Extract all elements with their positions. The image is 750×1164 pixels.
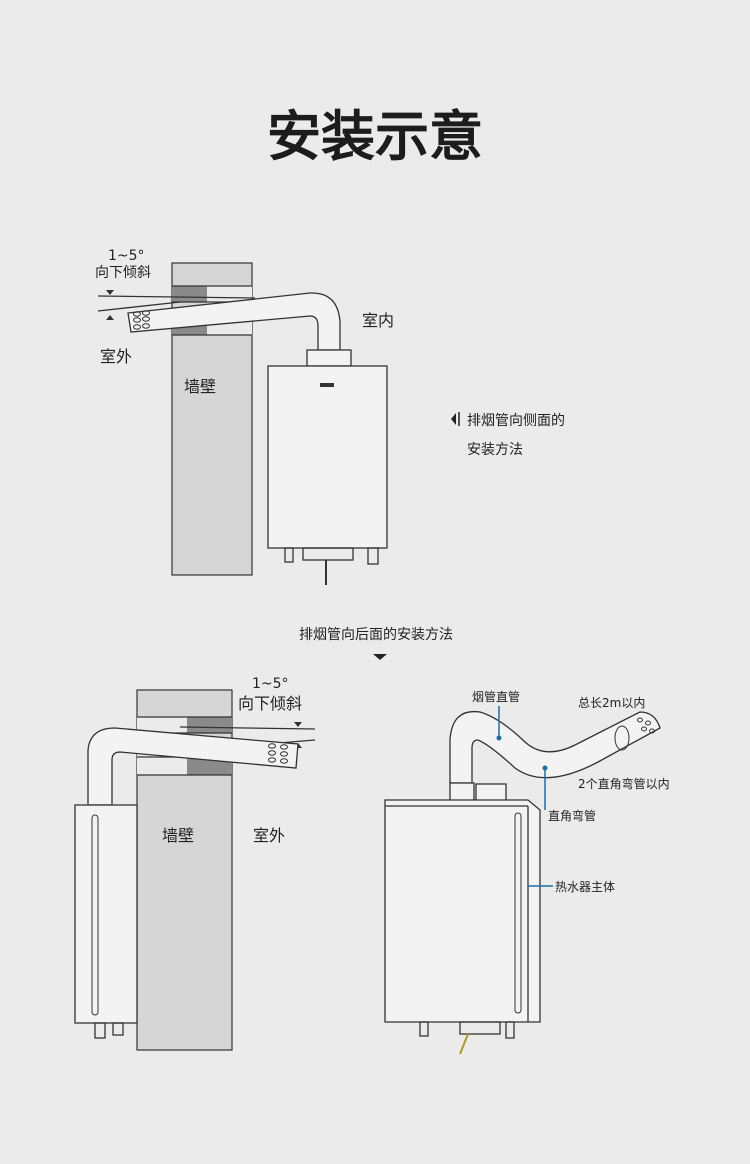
water-heater — [74, 804, 138, 1024]
angle-label: 1~5° — [108, 248, 145, 264]
rear-install-diagram: 1~5° 向下倾斜 墙壁 室外 — [74, 676, 316, 1051]
side-install-diagram: 1~5° 向下倾斜 室外 墙壁 室内 排烟管向侧面的 安装方法 — [95, 248, 565, 585]
vent-holes-icon — [637, 717, 655, 734]
wall-band — [172, 326, 207, 335]
angle-label: 1~5° — [252, 676, 289, 692]
mounting-bracket — [475, 783, 507, 803]
elbow-label: 直角弯管 — [548, 808, 596, 823]
outdoor-label: 室外 — [100, 347, 132, 366]
heater-fittings — [419, 1021, 515, 1055]
vent-holes-icon — [133, 310, 150, 330]
flue-pipe-assembly — [449, 710, 661, 784]
outdoor-label: 室外 — [253, 826, 285, 845]
straight-pipe-label: 烟管直管 — [472, 689, 520, 704]
wall-label: 墙壁 — [162, 826, 194, 845]
vent-holes-icon — [268, 743, 288, 764]
arrow-left-icon — [451, 413, 456, 425]
heater-body-label: 热水器主体 — [555, 880, 615, 894]
side-note-line2: 安装方法 — [467, 442, 523, 458]
rear-install-caption: 排烟管向后面的安装方法 — [299, 627, 453, 643]
parts-diagram: 烟管直管 总长2m以内 2个直角弯管以内 直角弯管 热水器主体 — [384, 689, 670, 1055]
tilt-label: 向下倾斜 — [95, 265, 151, 281]
total-length-label: 总长2m以内 — [578, 696, 645, 710]
elbow-limit-label: 2个直角弯管以内 — [578, 776, 670, 791]
brand-logo — [320, 383, 334, 387]
mounting-bracket — [306, 349, 352, 367]
wall-band — [172, 286, 207, 302]
arrow-down-icon — [373, 654, 387, 660]
page-title: 安装示意 — [267, 105, 483, 168]
side-note-line1: 排烟管向侧面的 — [467, 413, 565, 429]
water-heater — [267, 365, 388, 549]
indoor-label: 室内 — [362, 311, 394, 330]
wall-band — [187, 717, 232, 733]
water-heater — [384, 799, 541, 1023]
heater-fittings — [284, 547, 379, 585]
tilt-label: 向下倾斜 — [238, 694, 302, 713]
wall-label: 墙壁 — [184, 377, 216, 396]
flue-pipe — [87, 727, 299, 806]
